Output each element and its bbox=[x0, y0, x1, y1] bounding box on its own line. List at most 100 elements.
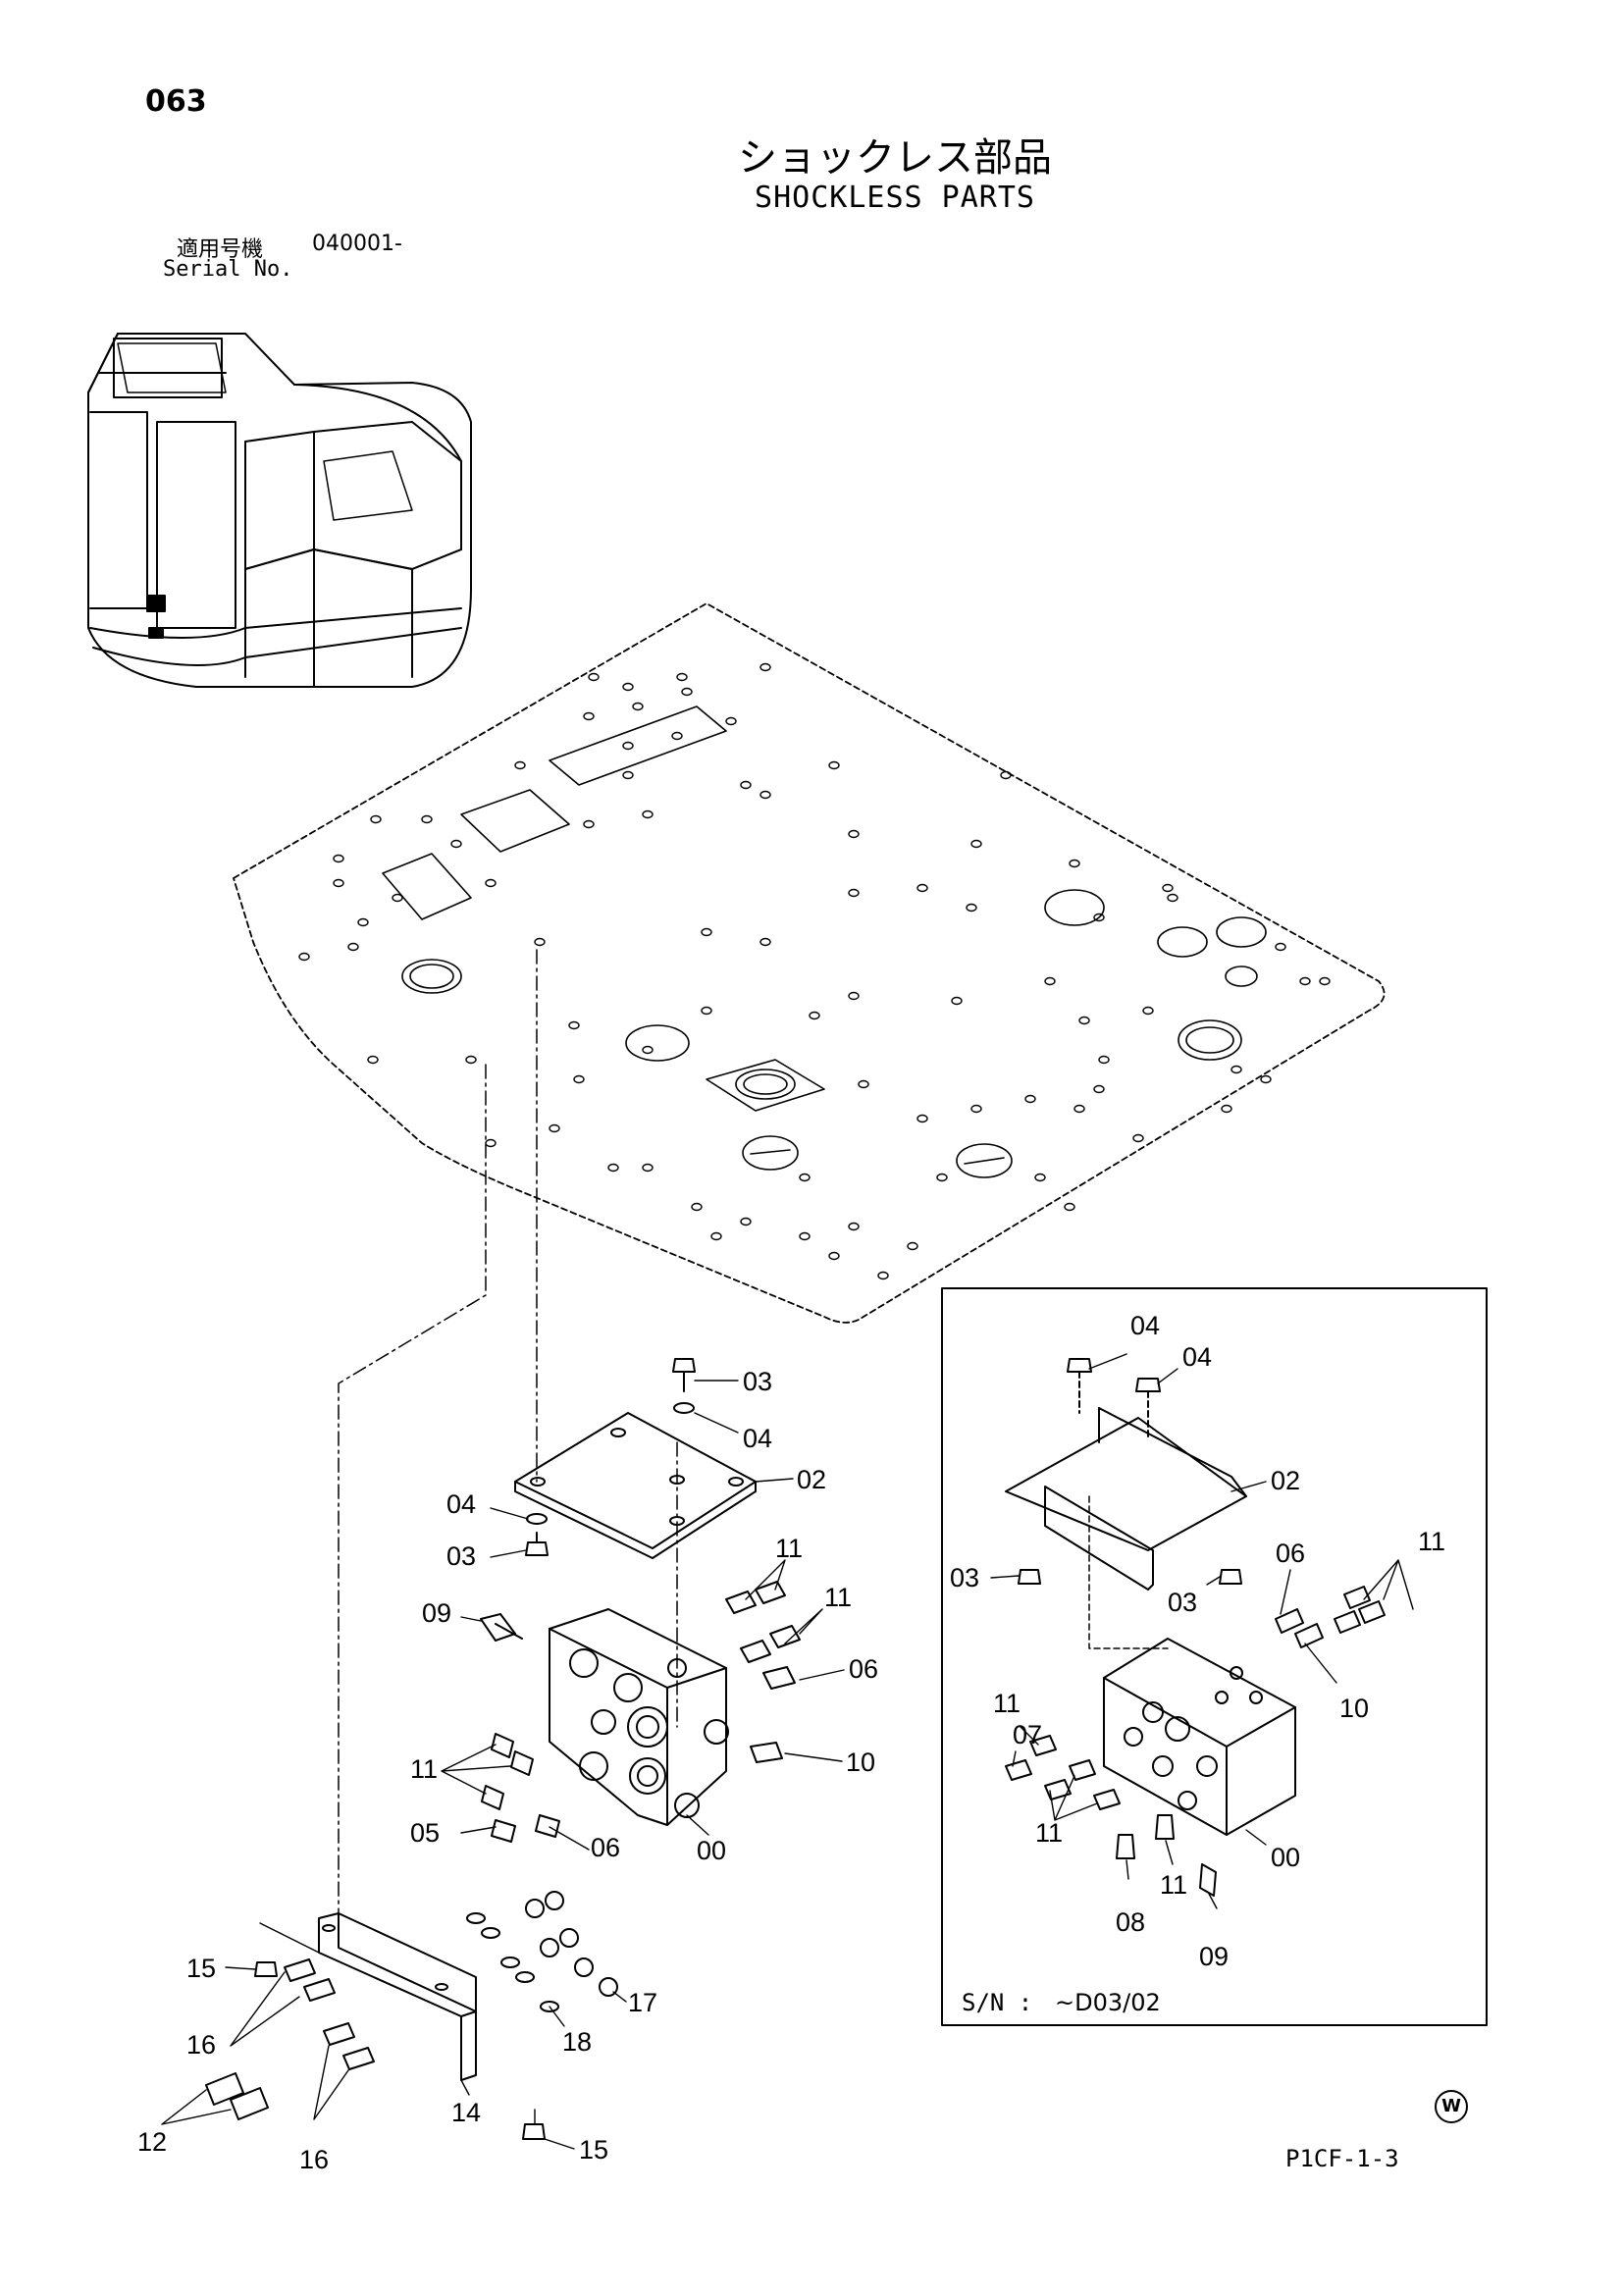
bolt-hole bbox=[367, 1055, 379, 1065]
serial-label-english: Serial No. bbox=[163, 257, 293, 282]
bolt-hole bbox=[1098, 1055, 1110, 1065]
serial-label-japanese: 適用号機 bbox=[177, 237, 264, 262]
inset-callout-11-left: 11 bbox=[993, 1689, 1021, 1718]
inset-callout-03-left: 03 bbox=[950, 1563, 979, 1592]
bolt-hole bbox=[828, 1251, 840, 1261]
callout-leaders bbox=[161, 1353, 1414, 2150]
bolt-hole bbox=[1319, 976, 1331, 986]
bolt-hole bbox=[370, 814, 382, 824]
bolt-hole bbox=[465, 1055, 477, 1065]
bolt-hole bbox=[642, 1163, 654, 1173]
inset-callout-09: 09 bbox=[1199, 1942, 1229, 1971]
bolt-hole bbox=[514, 760, 526, 770]
bolt-hole bbox=[725, 716, 737, 726]
bolt-hole bbox=[1069, 859, 1080, 868]
machine-cab-illustration bbox=[87, 333, 472, 688]
bolt-hole bbox=[1034, 1173, 1046, 1182]
floor-plate bbox=[233, 602, 1386, 1324]
bolt-hole bbox=[583, 711, 595, 721]
bolt-hole bbox=[740, 780, 752, 790]
bolt-hole bbox=[809, 1011, 820, 1020]
bolt-hole bbox=[1073, 1104, 1085, 1114]
bolt-hole bbox=[799, 1173, 811, 1182]
callout-labels-inset: 04 04 02 06 11 03 03 10 11 07 11 00 11 0… bbox=[950, 1311, 1445, 1971]
leader-lines bbox=[338, 949, 678, 1924]
callout-06-bottom: 06 bbox=[591, 1833, 620, 1862]
inset-callout-07: 07 bbox=[1013, 1720, 1042, 1749]
bolt-hole bbox=[848, 1222, 860, 1231]
bolt-hole bbox=[622, 741, 634, 751]
bolt-hole bbox=[1162, 883, 1174, 893]
inset-callout-11-lower: 11 bbox=[1035, 1818, 1063, 1848]
bolt-hole bbox=[710, 1231, 722, 1241]
bolt-hole bbox=[333, 878, 344, 888]
bolt-hole bbox=[916, 883, 928, 893]
bolt-hole bbox=[907, 1241, 918, 1251]
bolt-hole bbox=[701, 927, 712, 937]
bolt-hole bbox=[1064, 1202, 1075, 1212]
callout-15-upper: 15 bbox=[186, 1954, 216, 1983]
bolt-hole bbox=[848, 888, 860, 898]
callout-labels-bracket: 15 16 17 18 12 14 16 15 bbox=[137, 1954, 657, 2174]
inset-serial-label-text: S/N : bbox=[962, 1989, 1033, 2016]
inset-callout-10: 10 bbox=[1339, 1694, 1369, 1723]
bolt-hole bbox=[642, 809, 654, 819]
bolt-hole bbox=[622, 682, 634, 692]
callout-03-upper: 03 bbox=[743, 1367, 772, 1396]
inset-callout-03-right: 03 bbox=[1168, 1588, 1197, 1617]
inset-callout-11-upper: 11 bbox=[1418, 1527, 1445, 1556]
callout-11-middle: 11 bbox=[824, 1583, 852, 1612]
callout-14: 14 bbox=[451, 2098, 481, 2127]
bolt-hole bbox=[799, 1231, 811, 1241]
inset-callout-08: 08 bbox=[1116, 1907, 1145, 1937]
serial-value: 040001- bbox=[312, 232, 402, 256]
bolt-hole bbox=[966, 903, 977, 913]
callout-17: 17 bbox=[628, 1988, 657, 2017]
bolt-hole bbox=[333, 854, 344, 863]
callout-05: 05 bbox=[410, 1818, 440, 1848]
bolt-hole bbox=[357, 917, 369, 927]
bolt-hole bbox=[759, 662, 771, 672]
inset-fittings bbox=[1005, 1358, 1386, 1897]
drawing-code: P1CF-1-3 bbox=[1285, 2145, 1399, 2172]
bolt-hole bbox=[607, 1163, 619, 1173]
bolt-hole bbox=[485, 1138, 497, 1148]
bolt-hole bbox=[1221, 1104, 1232, 1114]
bolt-hole bbox=[759, 937, 771, 947]
bolt-hole bbox=[1260, 1074, 1272, 1084]
callout-labels-main: 03 04 02 04 03 11 09 11 06 10 11 05 06 0… bbox=[410, 1367, 878, 1865]
bolt-hole bbox=[676, 672, 688, 682]
bolt-hole bbox=[1024, 1094, 1036, 1104]
bolt-hole bbox=[583, 819, 595, 829]
callout-00: 00 bbox=[697, 1836, 726, 1865]
bolt-hole bbox=[1275, 942, 1286, 952]
inset-callout-04-right: 04 bbox=[1182, 1342, 1212, 1372]
bolt-hole bbox=[681, 687, 693, 697]
bolt-hole bbox=[392, 893, 403, 903]
bolt-hole bbox=[421, 814, 433, 824]
callout-11-left: 11 bbox=[410, 1754, 438, 1784]
bolt-hole bbox=[1000, 770, 1012, 780]
bolt-hole bbox=[568, 1020, 580, 1030]
page-title-english: SHOCKLESS PARTS bbox=[755, 181, 1035, 215]
bolt-hole bbox=[1230, 1065, 1242, 1074]
bracket-14 bbox=[318, 1912, 477, 2081]
bolts-03-04 bbox=[525, 1358, 696, 1556]
callout-11-upper: 11 bbox=[775, 1534, 803, 1563]
callout-10: 10 bbox=[846, 1748, 875, 1777]
bolt-hole bbox=[1044, 976, 1056, 986]
bolt-hole bbox=[588, 672, 600, 682]
valve-block-00 bbox=[549, 1608, 729, 1826]
w-circle-mark: W bbox=[1435, 2090, 1468, 2123]
bolt-hole bbox=[642, 1045, 654, 1055]
callout-12: 12 bbox=[137, 2127, 167, 2157]
bolt-hole bbox=[485, 878, 497, 888]
bolt-hole bbox=[1093, 1084, 1105, 1094]
inset-callout-04-left: 04 bbox=[1130, 1311, 1160, 1340]
bolt-hole bbox=[877, 1271, 889, 1280]
bolt-hole bbox=[970, 839, 982, 849]
bolt-hole bbox=[1299, 976, 1311, 986]
bolt-hole bbox=[347, 942, 359, 952]
callout-03-lower: 03 bbox=[446, 1541, 476, 1571]
